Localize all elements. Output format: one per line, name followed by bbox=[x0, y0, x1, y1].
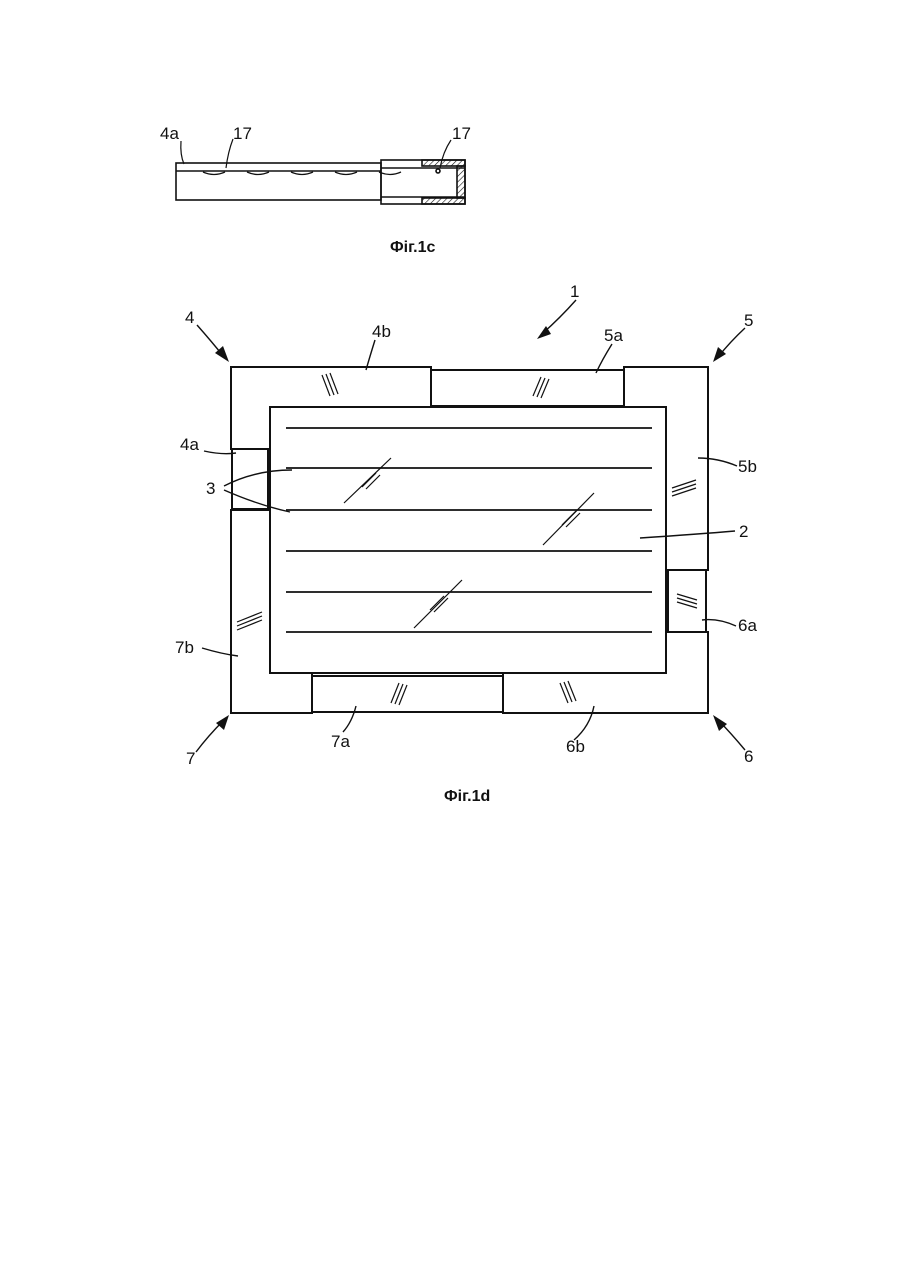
leader-5a bbox=[596, 344, 612, 373]
label-6b: 6b bbox=[566, 737, 585, 756]
label-7b: 7b bbox=[175, 638, 194, 657]
label-1: 1 bbox=[570, 282, 579, 301]
label-4: 4 bbox=[185, 308, 194, 327]
label-2: 2 bbox=[739, 522, 748, 541]
label-5: 5 bbox=[744, 311, 753, 330]
leader-4a-fig1c bbox=[181, 141, 184, 164]
profile-tube-body bbox=[176, 163, 381, 200]
arrowhead-7 bbox=[216, 715, 229, 730]
label-4b: 4b bbox=[372, 322, 391, 341]
label-4a-fig1c: 4a bbox=[160, 124, 179, 143]
glass-panel-2 bbox=[270, 407, 666, 673]
profile-slots bbox=[203, 172, 401, 175]
sleeve-hatch-end bbox=[457, 166, 465, 198]
label-17-left: 17 bbox=[233, 124, 252, 143]
label-5b: 5b bbox=[738, 457, 757, 476]
sleeve-hatch-bottom bbox=[422, 198, 465, 204]
caption-fig1c: Фіг.1c bbox=[390, 239, 436, 256]
label-4a: 4a bbox=[180, 435, 199, 454]
fig1d-frame bbox=[231, 367, 708, 713]
sleeve-hole bbox=[436, 169, 440, 173]
bar-5a bbox=[431, 370, 624, 406]
fig1c-profile bbox=[176, 139, 465, 204]
label-5a: 5a bbox=[604, 326, 623, 345]
label-3: 3 bbox=[206, 479, 215, 498]
bar-7a bbox=[312, 676, 503, 712]
leader-4b bbox=[366, 340, 375, 370]
caption-fig1d: Фіг.1d bbox=[444, 788, 490, 805]
arrowhead-6 bbox=[713, 715, 727, 731]
arrow-1 bbox=[543, 300, 576, 333]
label-7: 7 bbox=[186, 749, 195, 768]
label-6: 6 bbox=[744, 747, 753, 766]
label-6a: 6a bbox=[738, 616, 757, 635]
leader-6a bbox=[702, 620, 736, 626]
label-7a: 7a bbox=[331, 732, 350, 751]
label-17-right: 17 bbox=[452, 124, 471, 143]
sleeve-hatch-top bbox=[422, 160, 465, 166]
